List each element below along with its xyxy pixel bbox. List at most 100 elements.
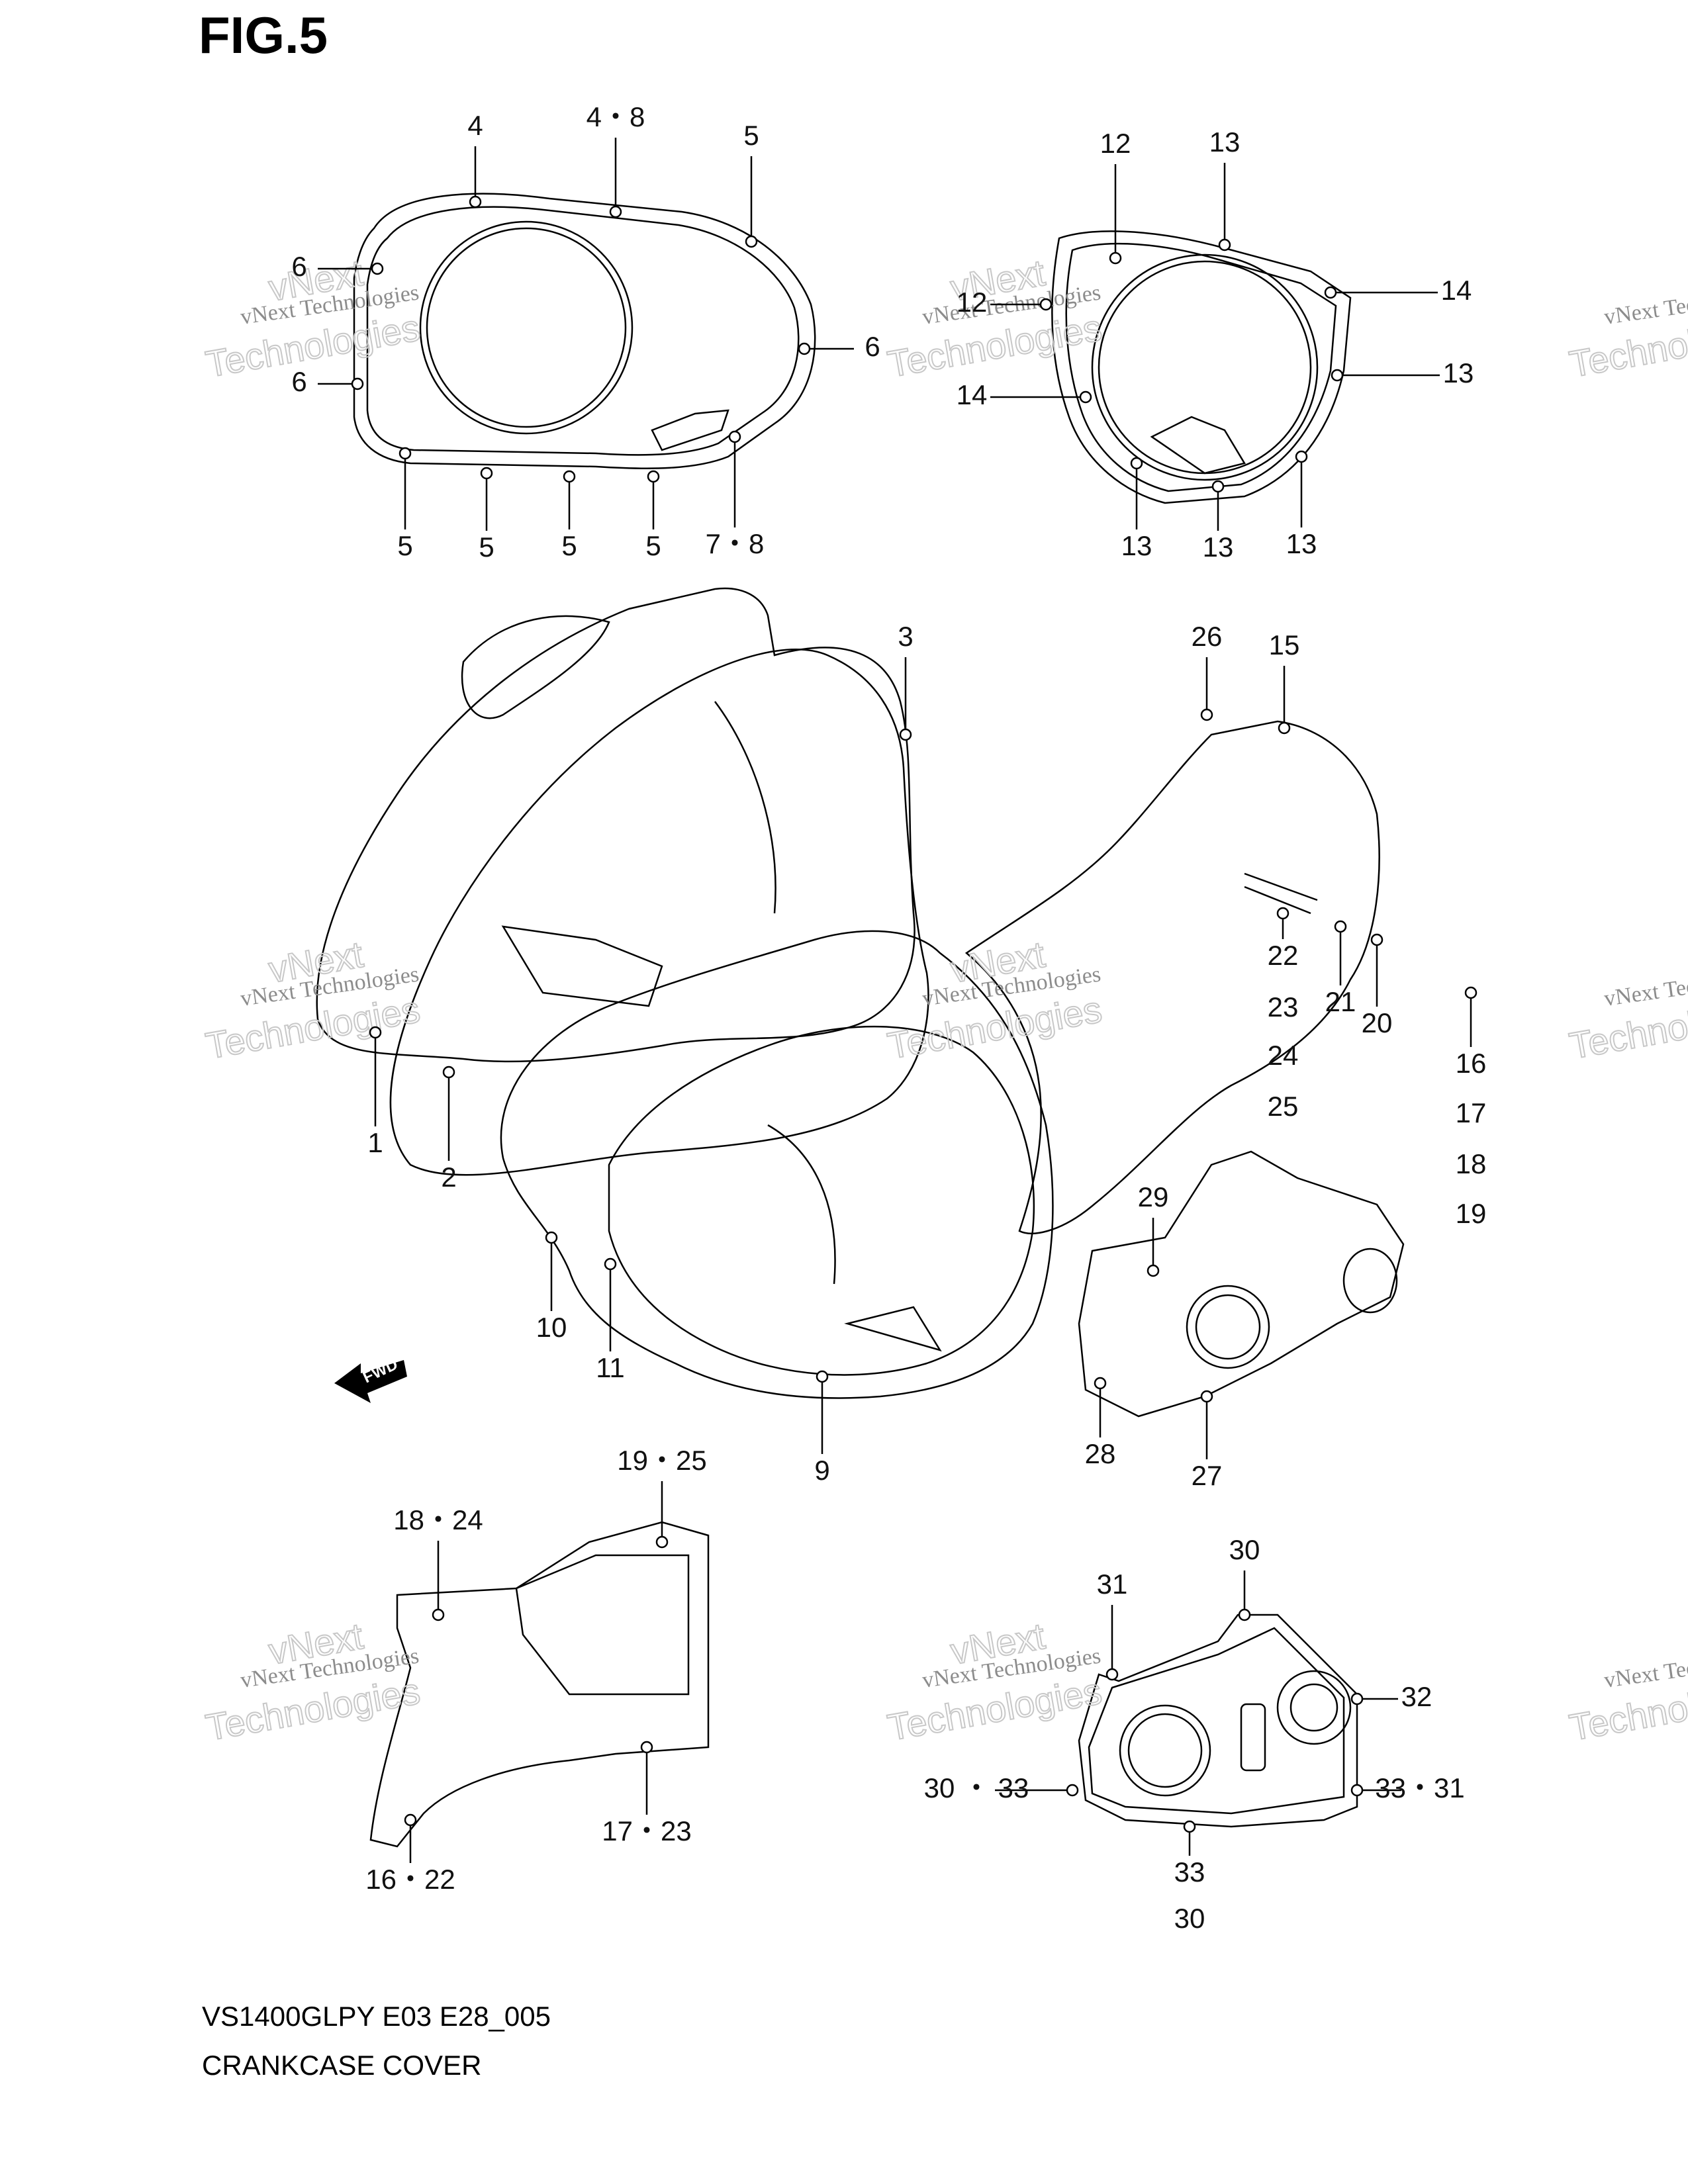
callout-label: 5 [743,120,759,151]
callout: 14 [957,379,1092,410]
callout-label: 31 [1097,1569,1128,1600]
leader-point [371,262,384,275]
callout-label: 16・22 [365,1864,455,1895]
callout: 13 [1331,357,1474,388]
callout-label: 22 [1268,940,1299,971]
leader-point [728,430,741,443]
leader-point [1370,933,1383,946]
lower-left-cover-drawing [369,1521,710,1848]
leader-point [1278,721,1291,735]
callout: 15 [1269,629,1300,735]
callout: 4 [467,110,483,208]
figure-title: FIG.5 [199,6,328,64]
callout-label: 18・24 [393,1504,483,1535]
callout-label: 16 [1456,1048,1487,1079]
leader-point [404,1813,417,1827]
leader-point [1464,986,1477,999]
callout: 12 [1100,128,1131,265]
watermark-mid-right: vNext Technologies Technologies [1566,962,1688,1067]
callout: 13 [1209,126,1240,251]
callout: 32 [1350,1681,1432,1712]
callout: 13 [1203,480,1234,563]
leader-point [1094,1377,1107,1390]
callout: 11 [596,1257,625,1383]
callout-label: 14 [1441,275,1472,306]
leader-point [1218,238,1231,251]
callout: 12 [957,287,1053,318]
leader-point [1334,920,1347,933]
callout-label: 28 [1085,1438,1116,1469]
callout-label: 10 [536,1312,567,1343]
callout-label: 5 [561,530,577,561]
callout: 20 [1362,933,1392,1038]
callout: 30 [1174,1903,1205,1934]
callout: 27 [1192,1390,1223,1491]
callout-label: 15 [1269,629,1300,660]
watermark-low-mid: vNext Technologies Technologies vNext [884,1614,1105,1749]
leader-point [351,377,364,390]
leader-point [1238,1608,1251,1621]
callout-label: 21 [1325,986,1356,1017]
callout-label: 6 [291,366,306,397]
watermark-low-left: vNext Technologies Technologies vNext [202,1614,424,1749]
watermark-top-mid: vNext Technologies Technologies vNext [884,251,1105,386]
leader-point [1105,1668,1119,1681]
clutch-cover-drawing [316,587,929,1176]
callout: 19・25 [617,1445,707,1549]
callout-label: 14 [957,379,988,410]
leader-point [563,470,576,483]
callout-label: 1 [367,1127,383,1158]
leader-point [1147,1264,1160,1277]
callout-label: 33・31 [1375,1772,1464,1803]
leader-point [1183,1820,1196,1833]
watermark-low-right: vNext Technologies Technologies [1566,1643,1688,1749]
watermark-text: vNext Technologies [1603,962,1688,1011]
callout-label: 17 [1456,1097,1487,1128]
callout-label: 5 [479,531,494,563]
leader-point [1324,286,1337,299]
forward-direction-arrow: FWD [334,1355,407,1403]
leader-point [1350,1784,1364,1797]
oil-pump-housing-drawing [1078,1150,1405,1418]
callout: 1 [367,1026,383,1158]
callout-label: 13 [1203,531,1234,563]
callout: 18 [1456,1148,1487,1179]
callout: 19 [1456,1198,1487,1229]
callout-label: 27 [1192,1460,1223,1491]
callout: 33 [1174,1820,1205,1888]
callout-label: 4・8 [586,101,645,132]
callout-label: 6 [865,331,880,362]
leader-point [647,470,660,483]
leader-point [442,1066,455,1079]
callout: 28 [1085,1377,1116,1469]
callout: 18・24 [393,1504,483,1621]
leader-point [1211,480,1225,493]
leader-point [369,1026,382,1039]
callout: 5 [743,120,759,248]
leader-point [1109,251,1122,265]
callout: 29 [1138,1181,1168,1277]
callout-label: 12 [957,287,988,318]
caption-block: VS1400GLPY E03 E28_005 CRANKCASE COVER [202,1992,551,2090]
callout-label: 24 [1268,1040,1299,1071]
callout-label: 6 [291,251,306,282]
leader-point [1331,369,1344,382]
callout-label: 5 [397,530,412,561]
leader-point [1350,1692,1364,1706]
lower-right-gasket-drawing [1078,1614,1358,1828]
callout-label: 30 [1174,1903,1205,1934]
callout-label: 13 [1121,530,1152,561]
callout-label: 17・23 [602,1815,691,1846]
callout-label: 30 [1229,1534,1260,1565]
leader-point [545,1231,558,1244]
watermark-text: vNext Technologies [1603,280,1688,329]
callout-label: 4 [467,110,483,141]
callout: 23 [1268,991,1299,1023]
callout: 16・22 [365,1813,455,1895]
leader-point [1066,1784,1079,1797]
callout: 5 [645,470,661,561]
callout: 30 ・ 33 [924,1772,1079,1803]
leader-point [816,1370,829,1383]
